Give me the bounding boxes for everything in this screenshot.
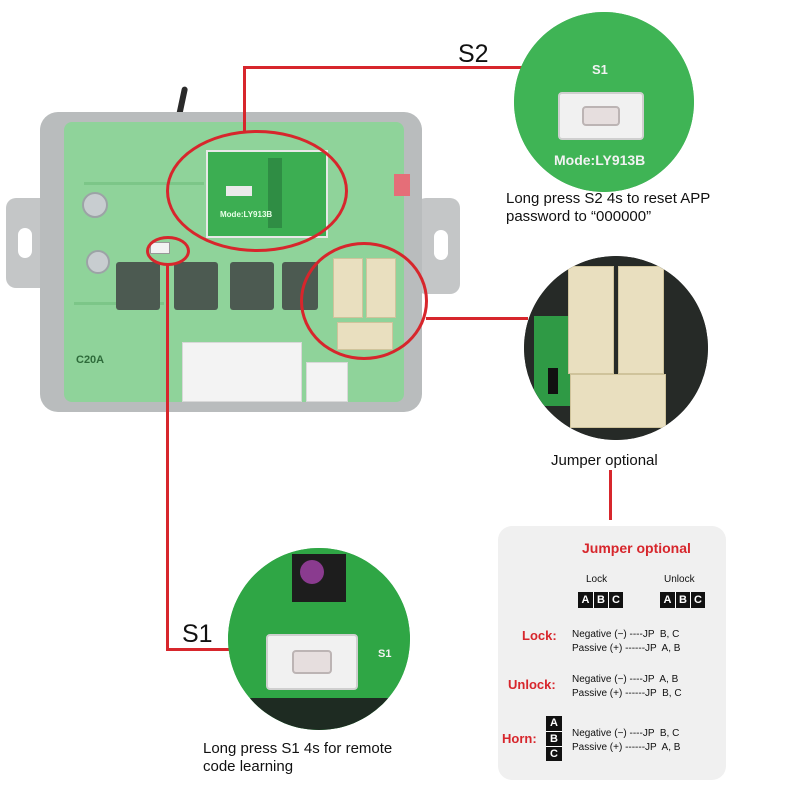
- jumper-highlight-ring: [300, 242, 428, 360]
- jumper-zoom-relay: [618, 266, 664, 374]
- lock-passive-row: Passive (+) ------JP A, B: [572, 643, 681, 654]
- jumper-connector-line: [426, 317, 528, 320]
- s2-silkscreen: S1: [592, 62, 608, 77]
- s2-label: S2: [458, 40, 489, 68]
- unlock-header: Unlock: [664, 574, 695, 585]
- s1-switch-button: [292, 650, 332, 674]
- s2-caption-line: Long press S2 4s to reset APP: [506, 190, 711, 207]
- s2-highlight-ring: [166, 130, 348, 252]
- lock-mode-label: Lock:: [522, 628, 557, 643]
- jumper-zoom-relay: [570, 374, 666, 428]
- abc-letter: C: [608, 592, 623, 608]
- relay: [230, 262, 274, 310]
- s1-caption: Long press S1 4s for remote code learnin…: [203, 740, 392, 776]
- s1-switch: [266, 634, 358, 690]
- s1-zoom-chip: [292, 554, 346, 602]
- pcb-trace: [84, 182, 204, 185]
- lock-header: Lock: [586, 574, 608, 585]
- panel-title: Jumper optional: [582, 540, 691, 556]
- abc-letter: A: [663, 594, 672, 606]
- abc-letter: A: [550, 717, 558, 729]
- unlock-negative-row: Negative (−) ----JP A, B: [572, 674, 679, 685]
- horn-mode-label: Horn:: [502, 731, 537, 746]
- horn-negative-row: Negative (−) ----JP B, C: [572, 728, 680, 739]
- abc-letter: A: [581, 594, 590, 606]
- abc-letter: B: [546, 731, 562, 746]
- mounting-hole: [18, 228, 32, 258]
- s2-module-text: Mode:LY913B: [554, 152, 646, 168]
- wire-connector: [182, 342, 302, 402]
- horn-abc-box: A B C: [546, 716, 562, 761]
- pin-header: [394, 174, 410, 196]
- s2-zoom-view: S1 Mode:LY913B: [514, 12, 694, 192]
- horn-passive-row: Passive (+) ------JP A, B: [572, 742, 681, 753]
- s2-caption: Long press S2 4s to reset APP password t…: [506, 190, 710, 226]
- s1-label: S1: [182, 620, 213, 648]
- jumper-caption: Jumper optional: [551, 452, 658, 469]
- relay: [174, 262, 218, 310]
- abc-letter: C: [690, 592, 705, 608]
- s1-zoom-base: [228, 698, 410, 730]
- chip-marking: [300, 560, 324, 584]
- wire-connector-small: [306, 362, 348, 402]
- s1-caption-line: Long press S1 4s for remote: [203, 740, 393, 757]
- s1-caption-line: code learning: [203, 758, 294, 775]
- s1-zoom-view: S1: [228, 548, 410, 730]
- lock-negative-row: Negative (−) ----JP B, C: [572, 629, 680, 640]
- s2-switch: [558, 92, 644, 140]
- unlock-passive-row: Passive (+) ------JP B, C: [572, 688, 682, 699]
- mounting-hole: [434, 230, 448, 260]
- relay: [116, 262, 160, 310]
- jumper-zoom-relay: [568, 266, 614, 374]
- abc-letter: C: [546, 746, 562, 761]
- lock-abc-box: A B C: [578, 592, 623, 608]
- board-model-text: C20A: [76, 354, 105, 366]
- capacitor: [82, 192, 108, 218]
- s2-connector-line: [243, 66, 523, 69]
- s2-switch-button: [582, 106, 620, 126]
- abc-letter: B: [675, 592, 690, 608]
- s1-silkscreen: S1: [378, 648, 392, 660]
- s2-connector-line: [243, 67, 246, 133]
- s1-connector-line: [166, 648, 234, 651]
- s2-caption-line: password to “000000”: [506, 208, 652, 225]
- abc-letter: B: [593, 592, 608, 608]
- jumper-panel-line: [609, 470, 612, 520]
- unlock-mode-label: Unlock:: [508, 677, 556, 692]
- jumper-info-panel: Jumper optional Lock A B C Unlock A B C …: [498, 526, 726, 780]
- jumper-pins: [548, 368, 558, 394]
- jumper-zoom-view: [524, 256, 708, 440]
- s1-connector-line: [166, 264, 169, 650]
- capacitor: [86, 250, 110, 274]
- s1-highlight-ring: [146, 236, 190, 266]
- unlock-abc-box: A B C: [660, 592, 705, 608]
